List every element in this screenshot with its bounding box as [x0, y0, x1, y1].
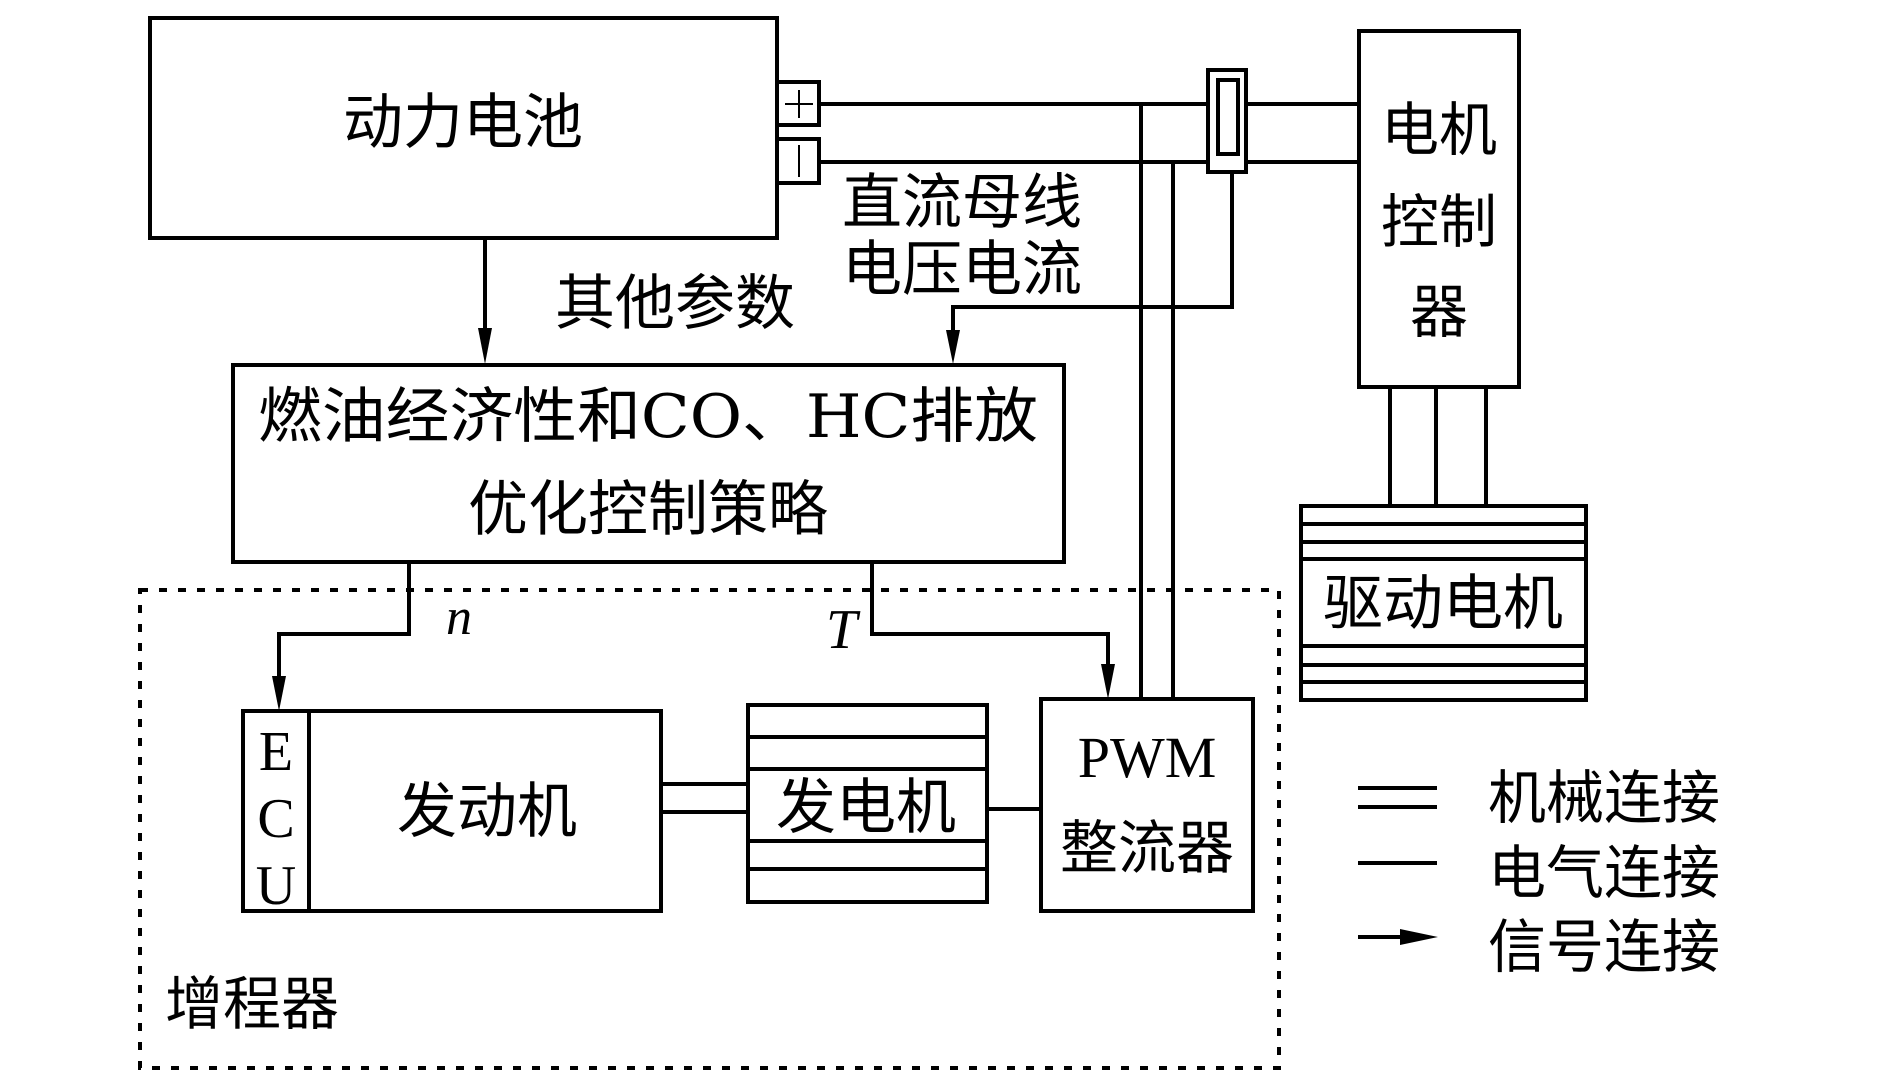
other-params-signal: 其他参数: [478, 238, 795, 364]
strategy-label-line2: 优化控制策略: [468, 475, 828, 545]
legend-label-electrical: 电气连接: [1488, 839, 1720, 907]
speed-signal: n: [272, 562, 472, 711]
speed-signal-arrowhead: [272, 676, 286, 711]
drive-motor-box: [1299, 504, 1588, 702]
legend-item-electrical: 电气连接: [1358, 839, 1720, 907]
motor-controller-label-1: 电机: [1381, 96, 1497, 164]
motor-controller-label-3: 器: [1410, 278, 1468, 346]
speed-label: n: [446, 589, 472, 646]
motor-controller-box: [1357, 29, 1521, 389]
optimization-strategy-box: [231, 363, 1066, 564]
speed-signal-line: [277, 562, 411, 685]
dc-bus: [819, 102, 1359, 699]
pwm-rectifier: PWM 整流器: [1039, 697, 1255, 913]
power-battery: 动力电池: [148, 16, 821, 240]
range-extender-boundary: [138, 588, 1281, 1070]
legend-label-mechanical: 机械连接: [1488, 764, 1720, 832]
torque-label: T: [826, 599, 861, 661]
engine-generator-shaft: [661, 782, 748, 814]
current-sensor-inner: [1216, 78, 1240, 156]
generator-label: 发电机: [776, 773, 956, 843]
legend-item-mechanical: 机械连接: [1358, 764, 1720, 832]
torque-signal-arrowhead: [1101, 664, 1115, 699]
pwm-label: PWM: [1078, 725, 1217, 790]
ecu-letter-e: E: [259, 721, 293, 783]
torque-signal-line: [870, 562, 1110, 672]
double-line-icon: [1358, 786, 1437, 809]
three-phase-lines: [1388, 387, 1488, 506]
dc-bus-signal-arrowhead: [946, 330, 960, 364]
pwm-rectifier-box: [1039, 697, 1255, 913]
drive-motor: 驱动电机: [1299, 504, 1588, 702]
range-extender-label: 增程器: [165, 970, 339, 1038]
optimization-strategy: 燃油经济性和CO、HC排放 优化控制策略: [231, 363, 1066, 564]
ecu-letter-c: C: [257, 788, 294, 850]
other-params-arrowhead: [478, 328, 492, 364]
plus-icon: [785, 90, 813, 118]
ecu-letter-u: U: [256, 855, 296, 917]
engine-box: [241, 709, 663, 913]
rectifier-label: 整流器: [1060, 814, 1234, 882]
legend-item-signal: 信号连接: [1358, 913, 1720, 981]
dc-bus-signal: 直流母线 电压电流: [842, 168, 1234, 364]
drive-motor-label: 驱动电机: [1323, 569, 1563, 639]
dc-bus-label-line1: 直流母线: [842, 168, 1082, 238]
engine-label: 发动机: [397, 777, 577, 847]
legend: 机械连接 电气连接 信号连接: [1358, 764, 1720, 981]
current-sensor: [1206, 68, 1248, 174]
other-params-label: 其他参数: [555, 269, 795, 339]
power-battery-label: 动力电池: [343, 88, 583, 158]
generator: 发电机: [746, 703, 989, 904]
dc-bus-label-line2: 电压电流: [842, 235, 1082, 305]
legend-label-signal: 信号连接: [1488, 913, 1720, 981]
motor-controller: 电机 控制 器: [1357, 29, 1521, 389]
motor-controller-label-2: 控制: [1381, 188, 1497, 256]
strategy-label-line1: 燃油经济性和CO、HC排放: [258, 382, 1038, 452]
engine: E C U 发动机: [241, 709, 663, 917]
dc-bus-signal-line: [951, 172, 1234, 340]
power-battery-box: [148, 16, 779, 240]
torque-signal: T: [826, 562, 1115, 699]
arrow-icon: [1358, 929, 1438, 945]
